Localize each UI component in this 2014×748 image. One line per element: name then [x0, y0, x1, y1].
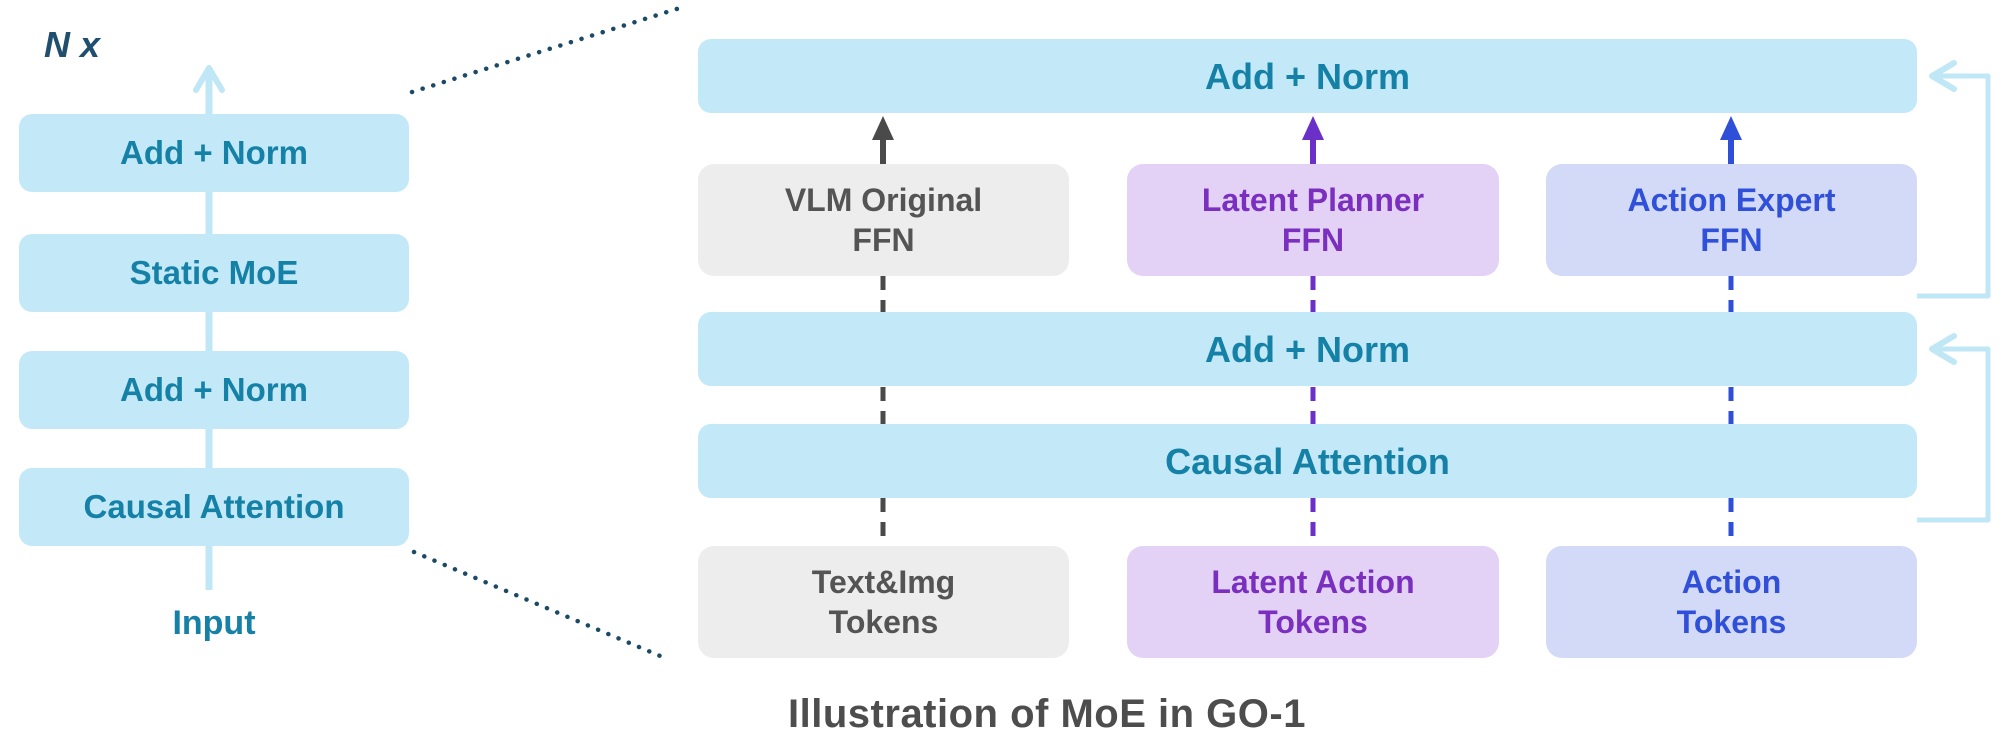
left-block-static-moe: Static MoE: [19, 234, 409, 312]
input-label: Input: [172, 604, 256, 642]
zoom-dotted-line-bottom: [411, 549, 668, 661]
mid-add-norm-bar: Add + Norm: [698, 312, 1917, 386]
residual-connection-lower: [1917, 333, 1991, 523]
residual-connection-upper: [1917, 60, 1991, 299]
repeat-count-label: N x: [44, 24, 101, 65]
zoom-dotted-line-top: [409, 4, 686, 95]
left-block-causal-attention: Causal Attention: [19, 468, 409, 546]
causal-attention-bar: Causal Attention: [698, 424, 1917, 498]
diagram-caption: Illustration of MoE in GO-1: [788, 692, 1306, 736]
left-block-add-norm-bottom: Add + Norm: [19, 351, 409, 429]
text-img-tokens-box: Text&Img Tokens: [698, 546, 1069, 658]
top-add-norm-bar: Add + Norm: [698, 39, 1917, 113]
left-block-add-norm-top: Add + Norm: [19, 114, 409, 192]
latent-action-tokens-box: Latent Action Tokens: [1127, 546, 1499, 658]
action-expert-ffn-box: Action Expert FFN: [1546, 164, 1917, 276]
action-tokens-box: Action Tokens: [1546, 546, 1917, 658]
latent-planner-ffn-box: Latent Planner FFN: [1127, 164, 1499, 276]
vlm-original-ffn-box: VLM Original FFN: [698, 164, 1069, 276]
